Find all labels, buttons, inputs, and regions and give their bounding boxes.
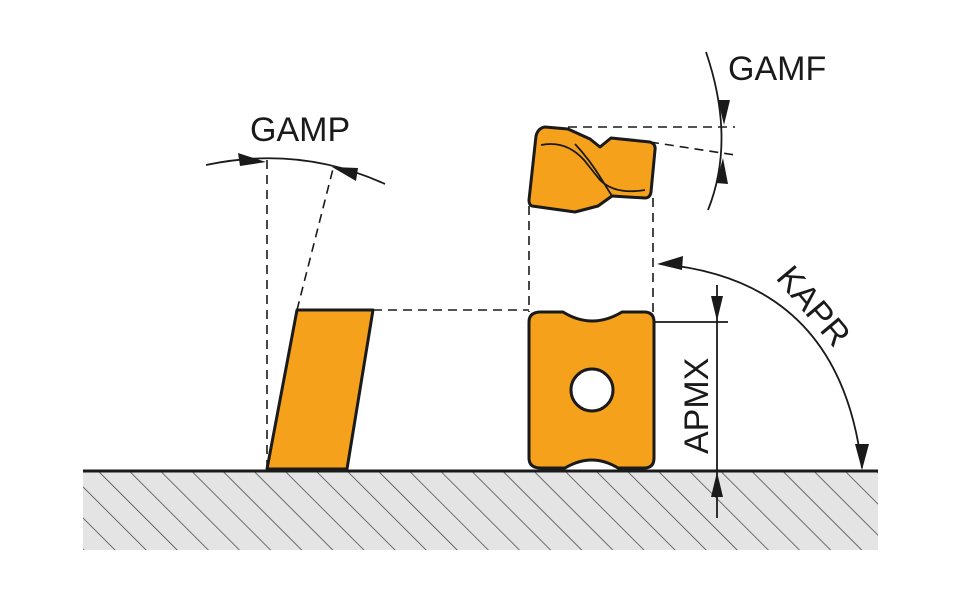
apmx-construction: APMX	[654, 285, 728, 518]
top-view-insert	[527, 125, 657, 214]
kapr-arrow-left	[657, 256, 683, 270]
top-view-chip-breaker-2	[574, 143, 613, 197]
gamp-construction: GAMP	[205, 111, 386, 469]
kapr-arc	[659, 263, 863, 469]
kapr-arrow-bottom	[855, 444, 869, 470]
gamp-arrow-left	[238, 153, 266, 166]
gamf-label: GAMF	[728, 50, 826, 88]
apmx-arrow-top	[711, 296, 723, 321]
workpiece-hatch	[83, 471, 878, 550]
side-view-insert	[265, 308, 375, 471]
gamf-arc	[705, 51, 723, 211]
gamf-arrow-bottom	[716, 158, 728, 184]
front-view-mounting-hole	[569, 367, 615, 413]
front-view-insert	[527, 310, 656, 470]
apmx-label: APMX	[678, 358, 716, 454]
gamf-construction: GAMF	[568, 50, 826, 211]
gamp-arrow-right	[332, 167, 358, 181]
gamp-arc	[205, 157, 386, 185]
top-view-chip-breaker	[540, 143, 646, 193]
apmx-arrow-bottom	[711, 472, 723, 497]
gamf-arrow-top	[718, 100, 730, 125]
gamp-insert-axis	[296, 164, 335, 311]
workpiece	[83, 469, 878, 550]
gamp-label: GAMP	[250, 111, 350, 149]
